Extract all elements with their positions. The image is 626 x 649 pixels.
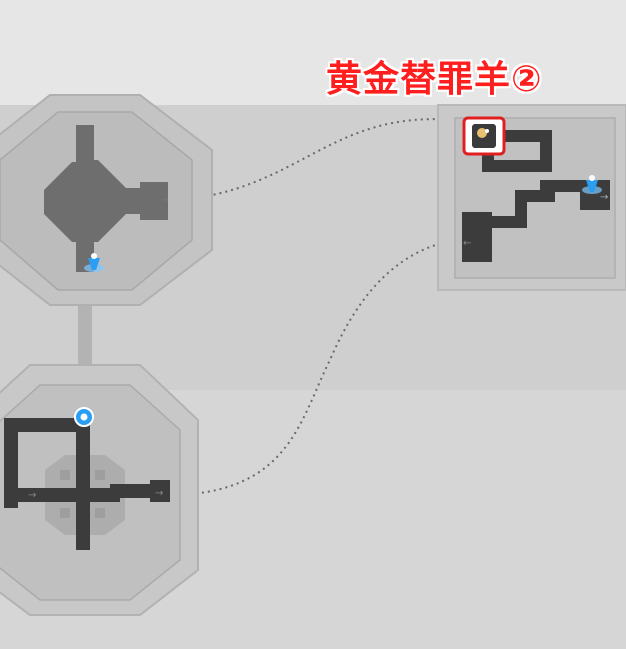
svg-text:←: ← [463,238,471,249]
teleport-anchor-icon[interactable] [582,175,602,194]
svg-text:→: → [160,195,168,206]
teleport-anchor-icon[interactable] [84,253,104,272]
room-left-top: → [0,94,213,306]
map-title: 黄金替罪羊② [326,59,543,100]
golden-scapegoat-icon[interactable] [462,116,506,156]
svg-text:→: → [155,488,163,499]
svg-text:→: → [28,490,36,501]
room-left-bottom: → → [0,364,199,616]
space-anchor-icon[interactable] [74,407,94,427]
svg-text:→: → [600,192,608,203]
